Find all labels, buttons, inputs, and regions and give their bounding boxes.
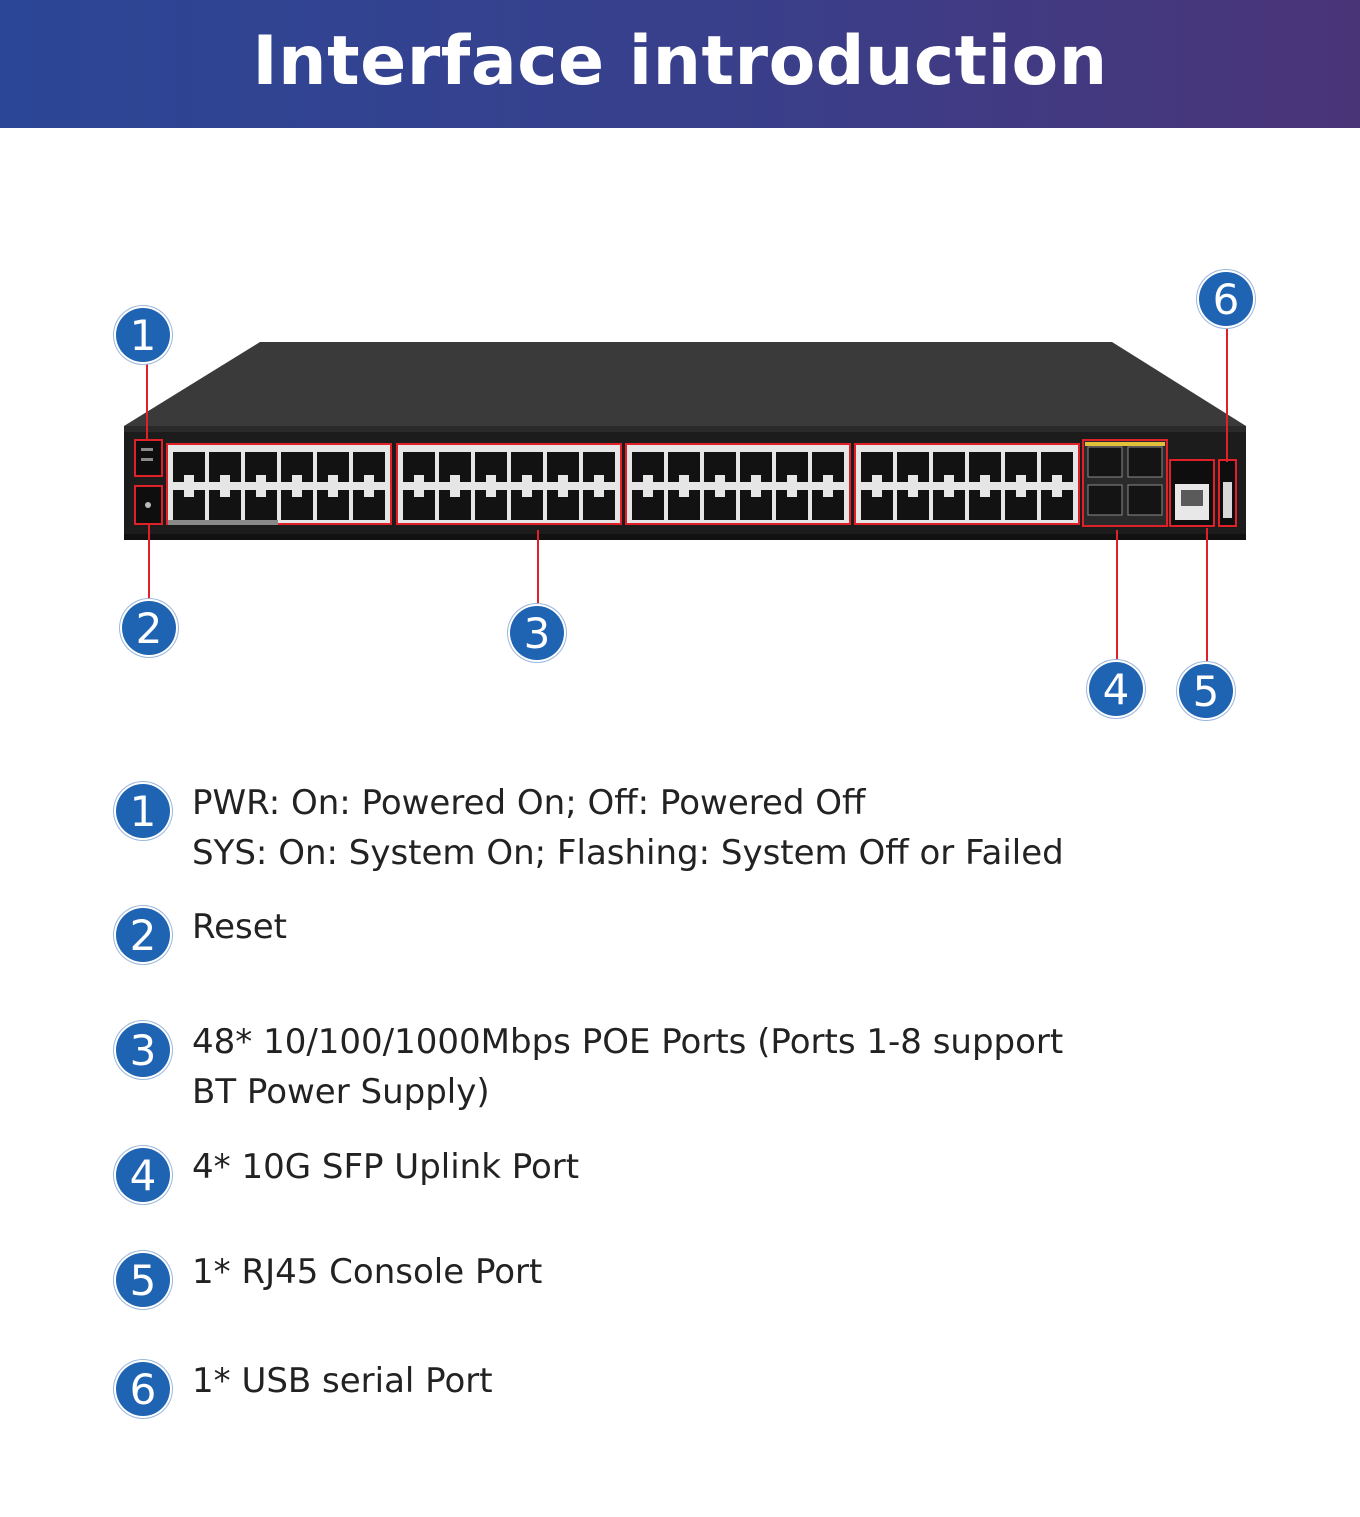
rj45-port-latch bbox=[944, 490, 954, 497]
callout-badge-6: 6 bbox=[1199, 272, 1253, 326]
switch-top-panel bbox=[124, 342, 1246, 426]
rj45-port-latch bbox=[292, 475, 302, 482]
rj45-port-latch bbox=[908, 475, 918, 482]
rj45-port-latch bbox=[414, 490, 424, 497]
legend-list: 1 PWR: On: Powered On; Off: Powered Off … bbox=[116, 0, 1216, 1517]
callout-badge-5: 5 bbox=[1179, 664, 1233, 718]
legend-badge: 2 bbox=[116, 908, 170, 962]
legend-badge: 5 bbox=[116, 1253, 170, 1307]
rj45-port-latch bbox=[292, 490, 302, 497]
rj45-port-latch bbox=[450, 490, 460, 497]
callout-line-2 bbox=[148, 525, 150, 601]
rj45-port-latch bbox=[450, 475, 460, 482]
rj45-port-latch bbox=[715, 490, 725, 497]
sfp-port bbox=[1087, 484, 1123, 516]
rj45-port-latch bbox=[908, 490, 918, 497]
sfp-indicator-strip bbox=[1085, 442, 1165, 446]
callout-badge-2: 2 bbox=[122, 601, 176, 655]
rj45-port-latch bbox=[679, 490, 689, 497]
rj45-port-latch bbox=[328, 475, 338, 482]
rj45-port-latch bbox=[522, 490, 532, 497]
rj45-port-latch bbox=[980, 490, 990, 497]
rj45-port-latch bbox=[364, 475, 374, 482]
reset-pinhole bbox=[145, 502, 151, 508]
rj45-port-latch bbox=[184, 490, 194, 497]
callout-line-6 bbox=[1226, 326, 1228, 462]
rj45-port-latch bbox=[787, 490, 797, 497]
rj45-port-latch bbox=[643, 475, 653, 482]
rj45-port-latch bbox=[594, 475, 604, 482]
rj45-port-latch bbox=[256, 475, 266, 482]
rj45-port-latch bbox=[787, 475, 797, 482]
legend-text-line: Reset bbox=[192, 907, 287, 947]
rj45-port-latch bbox=[220, 490, 230, 497]
legend-text-line: 1* RJ45 Console Port bbox=[192, 1252, 543, 1292]
rj45-port-latch bbox=[486, 475, 496, 482]
legend-badge: 1 bbox=[116, 784, 170, 838]
callout-line-4 bbox=[1116, 530, 1118, 663]
rj45-port-latch bbox=[594, 490, 604, 497]
legend-badge: 3 bbox=[116, 1023, 170, 1077]
legend-text-line: SYS: On: System On; Flashing: System Off… bbox=[192, 833, 1064, 873]
rj45-port-latch bbox=[220, 475, 230, 482]
rj45-port-latch bbox=[944, 475, 954, 482]
legend-text-line: 1* USB serial Port bbox=[192, 1361, 493, 1401]
callout-badge-4: 4 bbox=[1089, 662, 1143, 716]
rj45-port-latch bbox=[751, 475, 761, 482]
legend-text-line: PWR: On: Powered On; Off: Powered Off bbox=[192, 783, 866, 823]
sfp-port-group bbox=[1082, 439, 1168, 527]
rj45-port-latch bbox=[823, 475, 833, 482]
rj45-port-latch bbox=[715, 475, 725, 482]
legend-text-line: 4* 10G SFP Uplink Port bbox=[192, 1147, 580, 1187]
rj45-port-latch bbox=[823, 490, 833, 497]
legend-text-line: 48* 10/100/1000Mbps POE Ports (Ports 1-8… bbox=[192, 1022, 1064, 1062]
rj45-port-latch bbox=[679, 475, 689, 482]
usb-port bbox=[1223, 482, 1232, 518]
rj45-port-latch bbox=[558, 475, 568, 482]
rj45-port-latch bbox=[1052, 475, 1062, 482]
rj45-port-latch bbox=[980, 475, 990, 482]
rj45-port-latch bbox=[414, 475, 424, 482]
rj45-port-groups bbox=[166, 443, 1080, 525]
legend-badge: 6 bbox=[116, 1362, 170, 1416]
rj45-port-latch bbox=[643, 490, 653, 497]
rj45-port-latch bbox=[328, 490, 338, 497]
rj45-port-latch bbox=[558, 490, 568, 497]
sfp-port bbox=[1087, 446, 1123, 478]
sfp-port bbox=[1127, 446, 1163, 478]
callout-line-1 bbox=[146, 362, 148, 440]
callout-line-5 bbox=[1206, 528, 1208, 663]
page-title: Interface introduction bbox=[252, 21, 1108, 101]
rj45-port-latch bbox=[751, 490, 761, 497]
rj45-port-latch bbox=[256, 490, 266, 497]
sfp-port bbox=[1127, 484, 1163, 516]
rj45-port-latch bbox=[184, 475, 194, 482]
legend-text-line: BT Power Supply) bbox=[192, 1072, 490, 1112]
callout-badge-3: 3 bbox=[510, 606, 564, 660]
legend-badge: 4 bbox=[116, 1148, 170, 1202]
rj45-port-latch bbox=[1016, 475, 1026, 482]
callout-line-3 bbox=[537, 530, 539, 606]
rj45-port-latch bbox=[872, 490, 882, 497]
rj45-port-latch bbox=[872, 475, 882, 482]
header-banner: Interface introduction bbox=[0, 0, 1360, 128]
rj45-port-latch bbox=[522, 475, 532, 482]
rj45-port-latch bbox=[1052, 490, 1062, 497]
callout-badge-1: 1 bbox=[116, 308, 170, 362]
rj45-port-latch bbox=[1016, 490, 1026, 497]
switch-illustration bbox=[124, 342, 1246, 540]
rj45-port-latch bbox=[364, 490, 374, 497]
rj45-port-latch bbox=[486, 490, 496, 497]
